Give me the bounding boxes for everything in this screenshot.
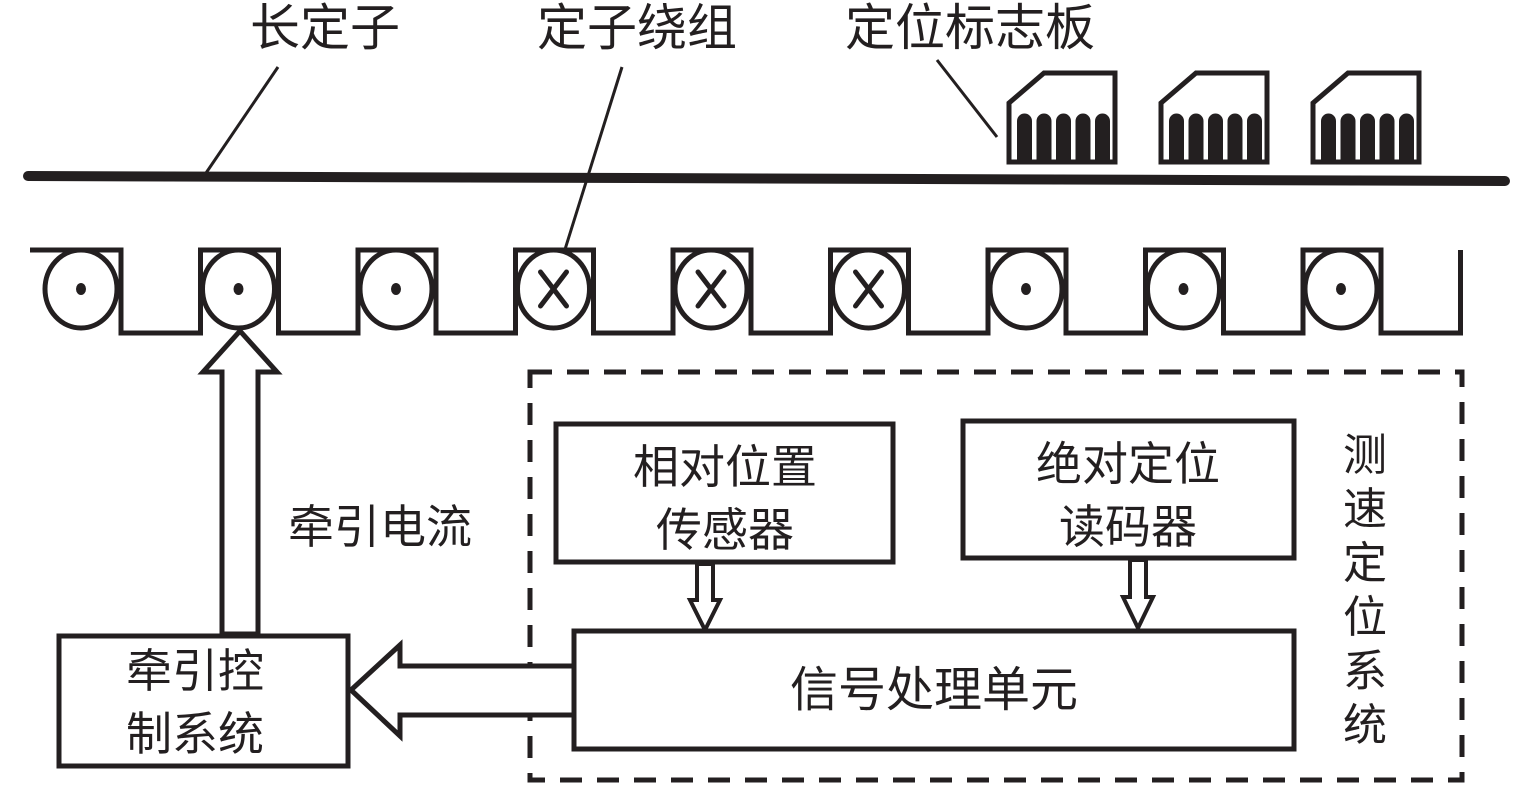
dot-icon [391, 283, 401, 295]
marker-code-bar [1321, 113, 1336, 160]
traction-control-system-block [56, 633, 351, 769]
position-marker-board [1158, 70, 1270, 165]
winding-current-in [515, 247, 592, 331]
dot-icon [1336, 283, 1346, 295]
marker-code-bar [1379, 113, 1395, 160]
vertical-label-char: 测 [1343, 430, 1387, 481]
marker-code-bar [1036, 113, 1052, 160]
cross-icon [538, 269, 569, 309]
winding-current-out [42, 247, 120, 331]
relative-sensor-line-1: 相对位置 [633, 440, 817, 494]
marker-code-bar [1208, 113, 1223, 160]
dot-icon [1021, 283, 1031, 295]
dot-icon [1178, 283, 1189, 295]
marker-code-bar [1056, 113, 1071, 160]
relative-sensor-line-2: 传感器 [656, 503, 794, 557]
vertical-label-char: 速 [1343, 484, 1387, 535]
dot-icon [233, 283, 244, 295]
vertical-label-char: 系 [1343, 646, 1387, 697]
leader-stator-winding [555, 66, 624, 276]
winding-current-out [1302, 247, 1380, 331]
stator-tooth-profile [30, 247, 1463, 336]
position-marker-board [1310, 70, 1422, 165]
control-signal-arrow [347, 639, 577, 742]
relative-position-sensor-block [553, 421, 896, 565]
winding-current-out [1145, 247, 1222, 331]
long-stator-rail [23, 171, 1510, 186]
winding-current-in [830, 247, 907, 331]
label-position-marker-board: 定位标志板 [845, 0, 1095, 57]
vertical-label-char: 统 [1343, 700, 1387, 751]
winding-current-out [357, 247, 435, 331]
winding-current-out [987, 247, 1065, 331]
marker-code-bar [1075, 113, 1091, 160]
marker-code-bar [1360, 113, 1375, 160]
marker-code-bar [1017, 113, 1032, 160]
winding-current-out [200, 247, 277, 331]
signal-processing-unit-block [571, 628, 1297, 752]
absolute-reader-arrow [1119, 558, 1157, 633]
label-stator-winding: 定子绕组 [537, 0, 737, 57]
winding-current-in [672, 247, 750, 331]
cross-icon [695, 269, 727, 309]
signal-processing-unit-label: 信号处理单元 [790, 662, 1078, 718]
vertical-label-char: 定 [1343, 538, 1387, 589]
traction-current-arrow [197, 327, 283, 637]
stator-teeth [30, 247, 1463, 336]
absolute-position-reader-block [960, 418, 1297, 561]
marker-code-bar [1247, 113, 1262, 160]
stator-windings [42, 247, 1380, 331]
label-long-stator: 长定子 [250, 0, 400, 57]
traction-control-line-2: 制系统 [126, 707, 264, 761]
label-traction-current: 牵引电流 [288, 500, 472, 554]
vertical-label-char: 位 [1343, 592, 1387, 643]
relative-sensor-arrow [686, 562, 724, 635]
marker-code-bar [1340, 113, 1356, 160]
position-marker-board [1006, 70, 1118, 165]
marker-code-bar [1399, 113, 1414, 160]
dot-icon [76, 283, 86, 295]
leader-long-stator [204, 66, 280, 174]
marker-code-bar [1095, 113, 1110, 160]
absolute-reader-line-1: 绝对定位 [1036, 437, 1220, 491]
cross-icon [853, 269, 884, 309]
leader-marker-board [935, 59, 999, 138]
absolute-reader-line-2: 读码器 [1059, 500, 1197, 554]
marker-code-bar [1169, 113, 1184, 160]
marker-code-bar [1227, 113, 1243, 160]
marker-code-bar [1188, 113, 1204, 160]
speed-positioning-system-boundary [527, 369, 1465, 783]
traction-control-line-1: 牵引控 [126, 644, 264, 698]
position-marker-boards [1006, 70, 1422, 165]
